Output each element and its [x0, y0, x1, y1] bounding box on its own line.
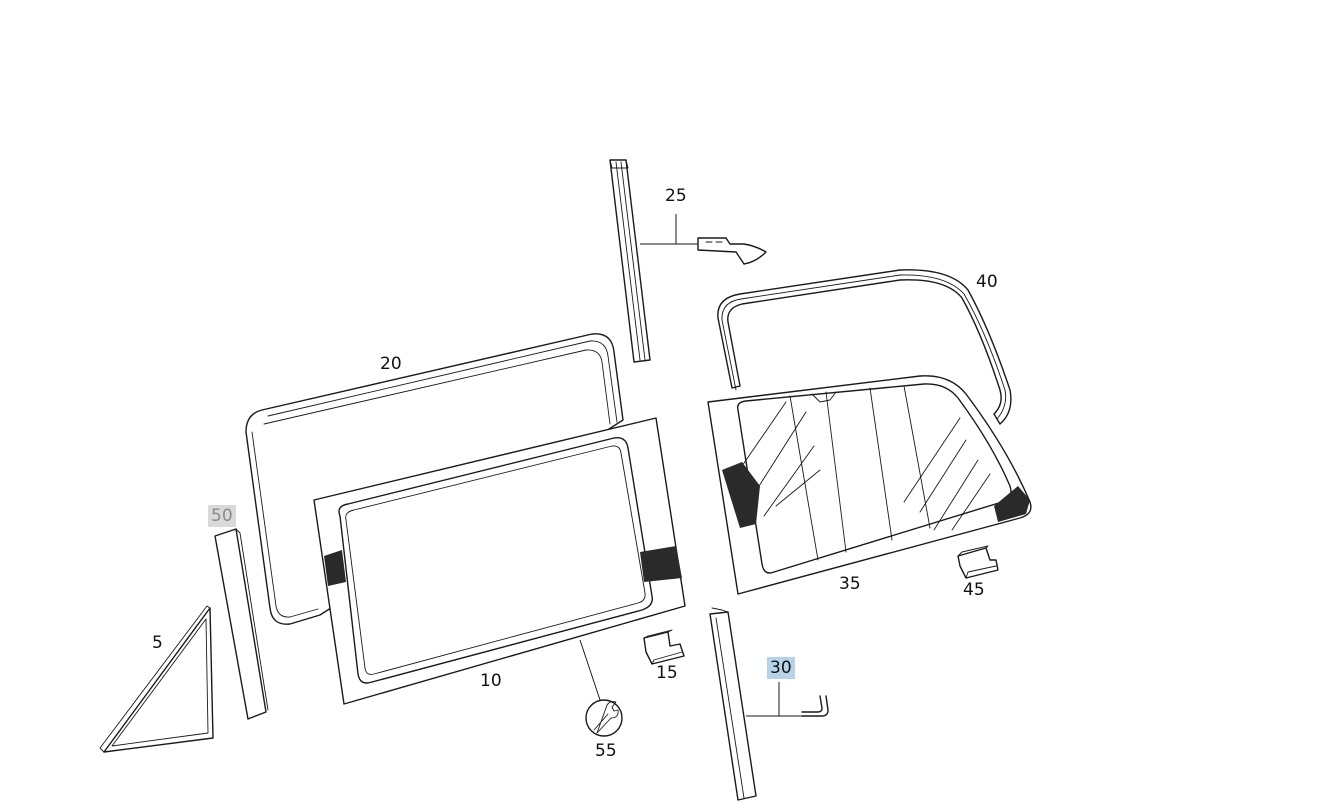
callout-15[interactable]: 15	[656, 663, 678, 683]
callout-5[interactable]: 5	[152, 633, 163, 653]
callout-40[interactable]: 40	[976, 272, 998, 292]
callout-50[interactable]: 50	[208, 505, 236, 527]
callout-30[interactable]: 30	[767, 657, 795, 679]
callout-25[interactable]: 25	[665, 186, 687, 206]
part-45-clip[interactable]	[957, 545, 999, 579]
part-30-pillar-trim[interactable]	[709, 607, 829, 801]
callout-35[interactable]: 35	[839, 574, 861, 594]
part-50-trim-strip[interactable]	[214, 528, 269, 720]
part-15-clip[interactable]	[643, 629, 685, 665]
part-10-side-window[interactable]	[313, 417, 686, 705]
part-20-seal-frame[interactable]	[245, 333, 624, 625]
wrench-icon[interactable]	[579, 639, 623, 737]
part-35-curved-window[interactable]	[707, 375, 1032, 595]
callout-45[interactable]: 45	[963, 580, 985, 600]
part-40-curved-seal[interactable]	[717, 269, 1012, 425]
part-25-window-channel[interactable]	[609, 159, 767, 363]
callout-55[interactable]: 55	[595, 741, 617, 761]
callout-10[interactable]: 10	[480, 671, 502, 691]
part-5-triangle-glass[interactable]	[99, 605, 214, 753]
callout-20[interactable]: 20	[380, 354, 402, 374]
